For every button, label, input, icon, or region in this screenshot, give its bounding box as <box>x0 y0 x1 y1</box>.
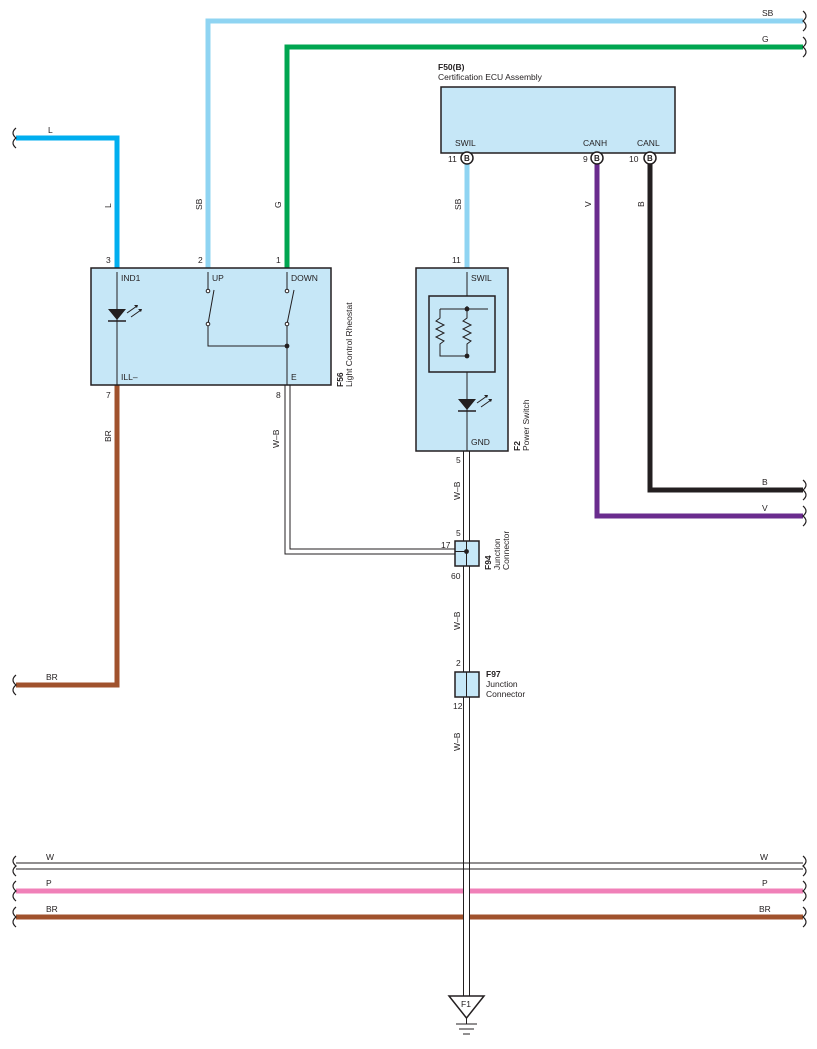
ecu-pin-swil: SWIL <box>455 138 476 148</box>
rheostat-name: Light Control Rheostat <box>344 302 354 387</box>
rheostat-num-2: 2 <box>198 255 203 265</box>
wire-wb-rheostat <box>284 385 455 555</box>
label-sb-swil: SB <box>453 198 463 210</box>
label-l-left: L <box>48 125 53 135</box>
junction-f97: 2 12 F97 Junction Connector <box>453 658 525 711</box>
resistor-icon <box>434 306 488 359</box>
connector-b-circle <box>460 151 474 165</box>
ecu-pin-canl: CANL <box>637 138 660 148</box>
label-g-top: G <box>762 34 769 44</box>
rheostat-pin-down: DOWN <box>291 273 318 283</box>
label-g-vert: G <box>273 201 283 208</box>
f94-code: F94 <box>483 555 493 570</box>
connector-b-label: B <box>647 154 653 163</box>
label-p-left: P <box>46 878 52 888</box>
connector-b-circle <box>643 151 657 165</box>
label-br-vert: BR <box>103 430 113 442</box>
label-v-vert: V <box>583 201 593 207</box>
wire-w-bus <box>16 862 803 870</box>
label-sb-vert: SB <box>194 198 204 210</box>
f94-num-5: 5 <box>456 528 461 538</box>
f94-name-2: Connector <box>501 531 511 570</box>
f97-num-2: 2 <box>456 658 461 668</box>
wire-g-top <box>284 44 803 270</box>
ecu-pin-canh: CANH <box>583 138 607 148</box>
connector-b-label: B <box>594 154 600 163</box>
wire-sb-top <box>205 18 803 270</box>
junction-f94: 5 17 60 F94 Junction Connector <box>441 528 511 581</box>
label-l-vert: L <box>103 203 113 208</box>
f94-num-60: 60 <box>451 571 461 581</box>
label-wb-f94: W–B <box>452 611 462 630</box>
wire-br-left <box>16 385 120 688</box>
f97-name-2: Connector <box>486 689 525 699</box>
ground-label: F1 <box>461 999 471 1009</box>
rheostat-num-3: 3 <box>106 255 111 265</box>
rheostat-num-1: 1 <box>276 255 281 265</box>
switch-icon <box>205 272 295 385</box>
wire-l <box>16 135 120 270</box>
connector-b-label: B <box>464 154 470 163</box>
ecu-component: F50(B) Certification ECU Assembly SWIL C… <box>438 62 676 165</box>
power-switch-code: F2 <box>512 441 522 451</box>
f97-name-1: Junction <box>486 679 518 689</box>
label-wb-f2: W–B <box>452 481 462 500</box>
rheostat-box <box>90 267 332 386</box>
connector-b-circle <box>590 151 604 165</box>
power-switch-num-5: 5 <box>456 455 461 465</box>
ecu-name: Certification ECU Assembly <box>438 72 543 82</box>
resistor-block <box>428 295 496 373</box>
break-symbols <box>12 10 807 928</box>
power-switch-name: Power Switch <box>521 399 531 451</box>
power-switch-num-11: 11 <box>452 255 461 265</box>
rheostat-component: 3 2 1 IND1 UP DOWN ILL– E 7 8 <box>90 255 354 400</box>
ecu-num-canh: 9 <box>583 154 588 164</box>
label-br-bus-right: BR <box>759 904 771 914</box>
power-switch-component: 11 SWIL GND 5 F2 Power Switch <box>415 255 531 465</box>
f97-code: F97 <box>486 669 501 679</box>
ground-icon: F1 <box>447 995 486 1035</box>
rheostat-code: F56 <box>335 372 345 387</box>
label-w-left: W <box>46 852 54 862</box>
label-wb-rheostat: W–B <box>271 429 281 448</box>
label-b-vert: B <box>636 201 646 207</box>
ecu-num-swil: 11 <box>448 154 457 164</box>
power-switch-pin-gnd: GND <box>471 437 490 447</box>
rheostat-num-7: 7 <box>106 390 111 400</box>
led-icon <box>458 395 492 412</box>
rheostat-pin-e: E <box>291 372 297 382</box>
f94-num-17: 17 <box>441 540 451 550</box>
rheostat-pin-up: UP <box>212 273 224 283</box>
ecu-box <box>440 86 676 154</box>
power-switch-pin-swil: SWIL <box>471 273 492 283</box>
rheostat-pin-ill: ILL– <box>121 372 138 382</box>
ecu-code: F50(B) <box>438 62 465 72</box>
ecu-num-canl: 10 <box>629 154 639 164</box>
wire-v <box>594 163 803 519</box>
label-w-right: W <box>760 852 768 862</box>
f94-name-1: Junction <box>492 538 502 570</box>
label-sb-top: SB <box>762 8 774 18</box>
rheostat-num-8: 8 <box>276 390 281 400</box>
f97-num-12: 12 <box>453 701 463 711</box>
led-icon <box>108 305 142 322</box>
label-p-right: P <box>762 878 768 888</box>
wire-b <box>647 163 803 493</box>
label-br-left: BR <box>46 672 58 682</box>
label-br-bus-left: BR <box>46 904 58 914</box>
label-v-right: V <box>762 503 768 513</box>
rheostat-pin-ind1: IND1 <box>121 273 141 283</box>
label-b-right: B <box>762 477 768 487</box>
label-wb-f97: W–B <box>452 732 462 751</box>
